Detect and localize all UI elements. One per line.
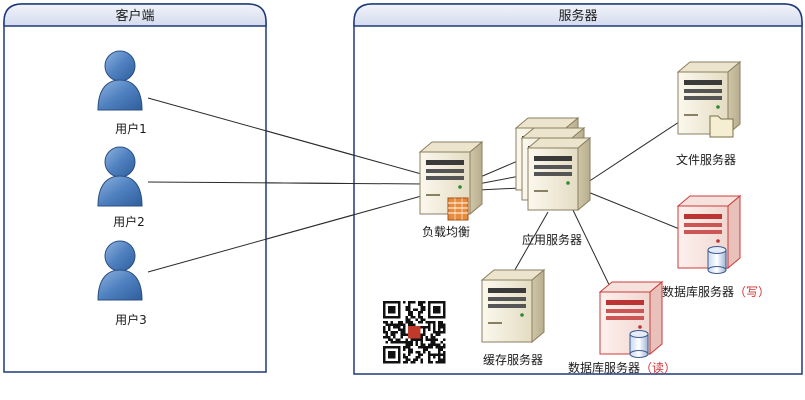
db-write-node: 数据库服务器（写） bbox=[662, 195, 770, 299]
db-write-suffix: （写） bbox=[734, 285, 770, 299]
db-read-label: 数据库服务器 bbox=[568, 360, 640, 375]
server-panel-title: 服务器 bbox=[558, 8, 597, 24]
svg-text:数据库服务器（写）: 数据库服务器（写） bbox=[662, 284, 770, 299]
svg-text:数据库服务器（读）: 数据库服务器（读） bbox=[568, 360, 676, 375]
user-1-label: 用户1 bbox=[115, 121, 147, 136]
app-server-node: 应用服务器 bbox=[515, 117, 591, 247]
load-balancer-label: 负载均衡 bbox=[422, 225, 470, 239]
cache-server-node: 缓存服务器 bbox=[481, 269, 545, 367]
user-3: 用户3 bbox=[97, 240, 147, 327]
firewall-icon bbox=[447, 197, 469, 221]
cache-server-icon bbox=[481, 269, 545, 343]
file-server-node: 文件服务器 bbox=[676, 61, 741, 167]
qr-code bbox=[382, 300, 446, 364]
load-balancer-node: 负载均衡 bbox=[419, 141, 483, 239]
user-1: 用户1 bbox=[97, 50, 147, 136]
db-read-node: 数据库服务器（读） bbox=[568, 281, 676, 375]
qr-logo-icon bbox=[408, 326, 421, 339]
folder-icon bbox=[709, 115, 734, 138]
database-cylinder-icon bbox=[707, 246, 727, 274]
app-server-label: 应用服务器 bbox=[522, 232, 582, 247]
file-server-label: 文件服务器 bbox=[676, 152, 736, 167]
client-panel-title: 客户端 bbox=[115, 8, 154, 24]
database-cylinder-icon bbox=[629, 330, 649, 358]
user-3-label: 用户3 bbox=[115, 312, 147, 327]
db-write-label: 数据库服务器 bbox=[662, 284, 734, 299]
cache-server-label: 缓存服务器 bbox=[483, 352, 543, 367]
user-2: 用户2 bbox=[97, 146, 145, 229]
db-read-suffix: （读） bbox=[640, 361, 676, 375]
user-2-label: 用户2 bbox=[113, 214, 145, 229]
app-server-icon-front bbox=[527, 137, 591, 211]
